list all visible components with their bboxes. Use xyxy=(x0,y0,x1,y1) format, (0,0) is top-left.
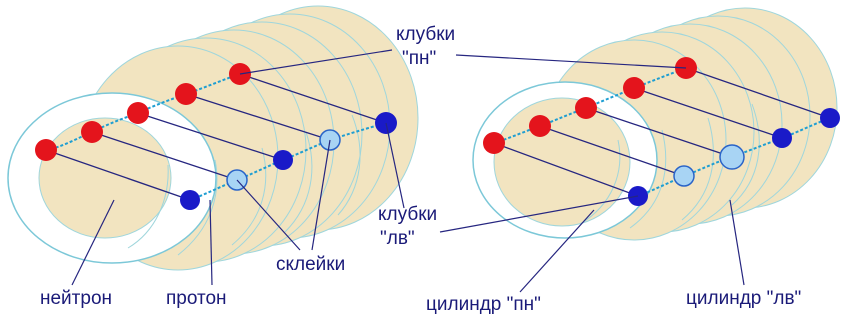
left-helix-top xyxy=(45,73,241,151)
labels: клубки "пн" клубки "лв" склейки нейтрон … xyxy=(40,24,801,315)
glue-ball xyxy=(673,165,695,187)
right-connectors xyxy=(493,67,831,197)
right-glue-balls xyxy=(673,144,745,187)
red-ball xyxy=(483,132,505,154)
label-klubki-lv-line2: "лв" xyxy=(380,228,415,249)
left-shell-arc xyxy=(127,164,169,249)
blue-ball xyxy=(772,128,792,148)
red-ball xyxy=(529,115,551,137)
blue-ball xyxy=(273,150,293,170)
label-klubki-lv-line1: клубки xyxy=(378,204,437,225)
right-shell-arc xyxy=(681,117,714,221)
glue-ball xyxy=(719,144,745,170)
right-cylinder-stack xyxy=(472,7,838,241)
right-helix-top xyxy=(493,67,687,144)
red-ball xyxy=(127,102,149,124)
blue-ball xyxy=(180,190,200,210)
label-skleiki: склейки xyxy=(276,254,345,275)
left-shell-arc xyxy=(284,131,313,233)
red-ball xyxy=(575,97,597,119)
right-structure xyxy=(472,7,840,241)
label-cylinder-lv: цилиндр "лв" xyxy=(686,288,801,309)
red-ball xyxy=(35,139,57,161)
left-shell-arc xyxy=(337,114,361,216)
left-shell-arc xyxy=(231,147,267,246)
left-inner-disk xyxy=(38,117,172,239)
red-ball xyxy=(175,83,197,105)
red-ball xyxy=(623,77,645,99)
red-ball xyxy=(81,121,103,143)
left-cylinder-stack xyxy=(7,5,419,271)
right-shell-arc xyxy=(731,103,760,206)
label-klubki-pn-line1: клубки xyxy=(396,24,455,45)
annotation-leaders xyxy=(71,49,745,293)
label-cylinder-pn: цилиндр "пн" xyxy=(426,294,541,315)
right-red-balls xyxy=(483,57,697,154)
left-red-balls xyxy=(35,63,251,161)
label-neitron: нейтрон xyxy=(40,288,112,309)
left-connectors xyxy=(45,73,387,201)
left-blue-balls xyxy=(180,112,397,210)
label-proton: протон xyxy=(166,288,227,309)
left-shell-arc xyxy=(177,159,218,256)
blue-ball xyxy=(820,108,840,128)
label-klubki-pn-line2: "пн" xyxy=(402,48,436,69)
left-structure xyxy=(7,5,419,271)
